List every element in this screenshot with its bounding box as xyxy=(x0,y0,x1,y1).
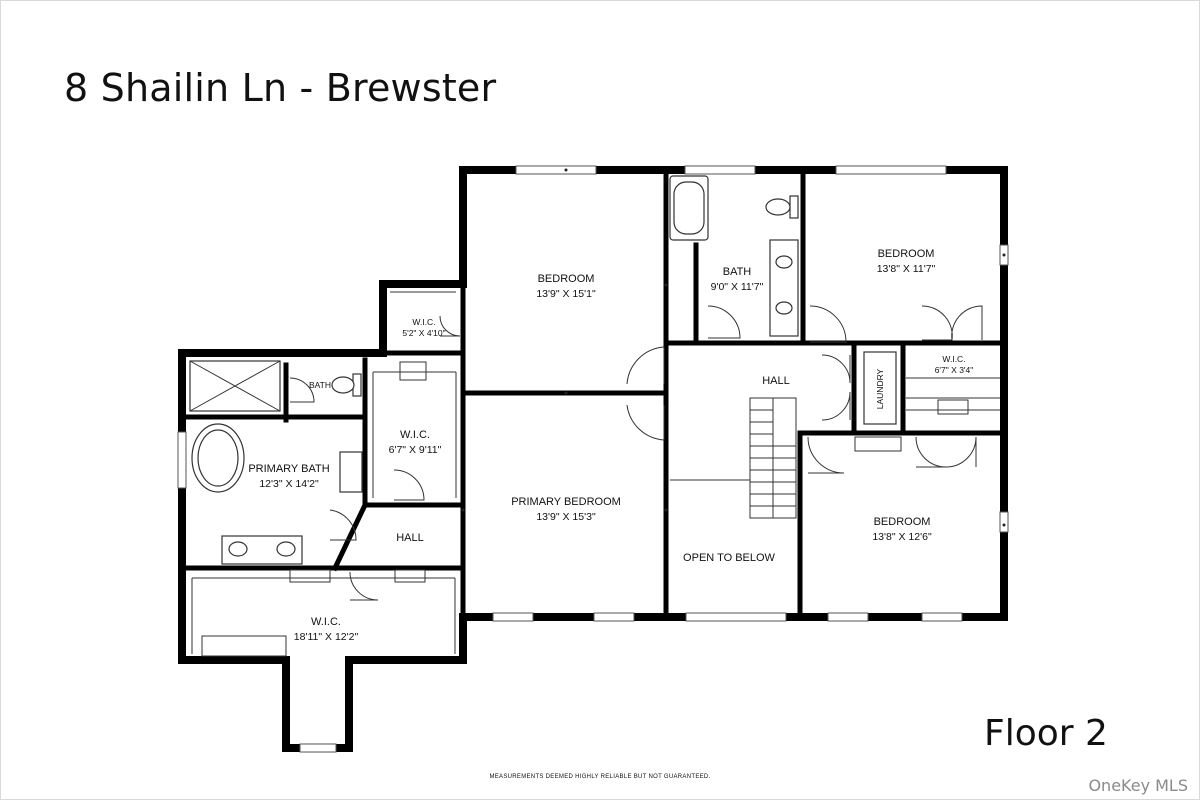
wic-small-name: W.I.C. xyxy=(412,317,435,327)
bedroom-bottom-right-name: BEDROOM xyxy=(874,516,931,528)
wall-markers xyxy=(461,168,1006,527)
bath-top-dims: 9'0" X 11'7" xyxy=(711,281,764,293)
wic-right-name: W.I.C. xyxy=(942,354,965,364)
windows xyxy=(177,165,1009,753)
bath-small-name: BATH xyxy=(309,380,331,390)
bedroom-top-right-dims: 13'8" X 11'7" xyxy=(877,263,936,275)
laundry-name: LAUNDRY xyxy=(875,368,885,409)
hall-lower-name: HALL xyxy=(396,532,424,544)
wic-center-name: W.I.C. xyxy=(400,429,430,441)
doors xyxy=(289,305,983,601)
primary-bath-dims: 12'3" X 14'2" xyxy=(259,478,319,490)
hall-upper-name: HALL xyxy=(762,375,790,387)
wic-large-dims: 18'11" X 12'2" xyxy=(294,631,359,643)
bath-top-name: BATH xyxy=(723,266,752,278)
interior-walls xyxy=(179,167,1007,620)
open-to-below-name: OPEN TO BELOW xyxy=(683,552,776,564)
measurement-disclaimer: MEASUREMENTS DEEMED HIGHLY RELIABLE BUT … xyxy=(489,774,711,780)
wic-center-dims: 6'7" X 9'11" xyxy=(389,444,442,456)
bedroom-top-left-name: BEDROOM xyxy=(538,273,595,285)
bedroom-bottom-right-dims: 13'8" X 12'6" xyxy=(872,531,932,543)
primary-bedroom-name: PRIMARY BEDROOM xyxy=(511,496,621,508)
primary-bath-name: PRIMARY BATH xyxy=(248,463,329,475)
staircase xyxy=(670,397,797,519)
floor-label: Floor 2 xyxy=(984,713,1108,754)
wic-right-dims: 6'7" X 3'4" xyxy=(935,365,974,375)
wic-small-dims: 5'2" X 4'10" xyxy=(402,328,445,338)
mls-watermark: OneKey MLS xyxy=(1088,776,1188,795)
bedroom-top-left-dims: 13'9" X 15'1" xyxy=(536,288,596,300)
room-labels: BEDROOM 13'9" X 15'1" BATH 9'0" X 11'7" … xyxy=(248,248,973,643)
fixtures xyxy=(189,175,897,565)
bedroom-top-right-name: BEDROOM xyxy=(878,248,935,260)
property-title: 8 Shailin Ln - Brewster xyxy=(64,66,497,110)
closet-shelves xyxy=(191,291,1000,657)
primary-bedroom-dims: 13'9" X 15'3" xyxy=(536,511,596,523)
wic-large-name: W.I.C. xyxy=(311,616,341,628)
